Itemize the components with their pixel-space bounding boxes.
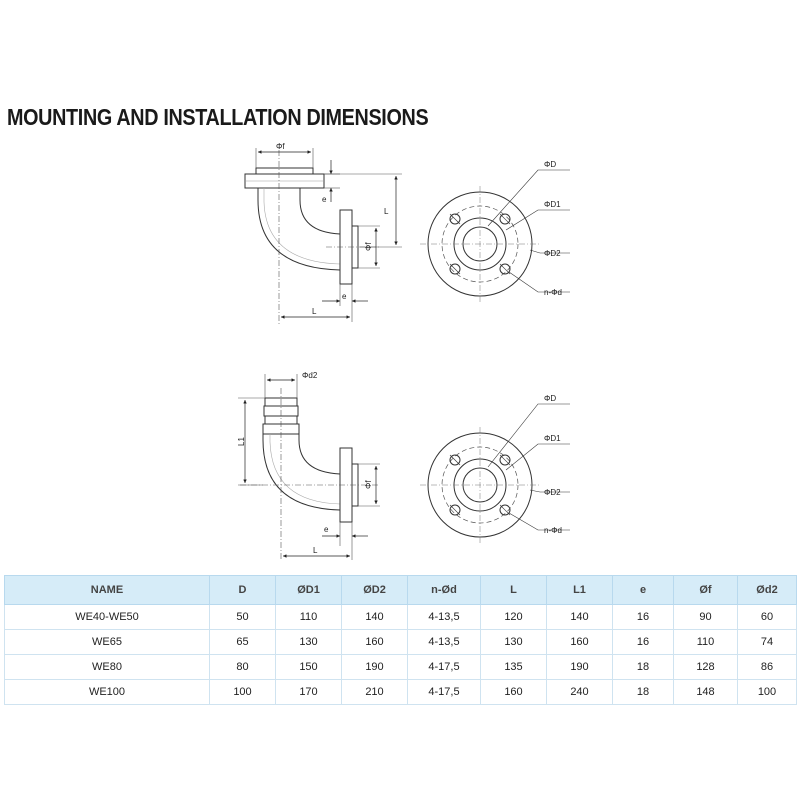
table-cell: WE40-WE50 bbox=[4, 604, 210, 630]
table-cell: 4-17,5 bbox=[407, 654, 481, 680]
table-cell: 100 bbox=[209, 679, 276, 705]
table-cell: 210 bbox=[341, 679, 408, 705]
bottom-elbow-outer bbox=[262, 434, 341, 511]
flange-label-nd-top: n-Φd bbox=[544, 288, 562, 297]
table-cell: 65 bbox=[209, 629, 276, 655]
table-cell: 16 bbox=[612, 604, 674, 630]
table-cell: 90 bbox=[673, 604, 738, 630]
col-header-f: Øf bbox=[673, 575, 738, 605]
table-cell: 86 bbox=[737, 654, 797, 680]
table-cell: 140 bbox=[546, 604, 613, 630]
table-row: WE65 65 130 160 4-13,5 130 160 16 110 74 bbox=[4, 629, 797, 655]
table-cell: 160 bbox=[546, 629, 613, 655]
dim-L1-vertical: L1 bbox=[237, 437, 246, 446]
table-cell: 110 bbox=[673, 629, 738, 655]
table-cell: 80 bbox=[209, 654, 276, 680]
col-header-D: D bbox=[209, 575, 276, 605]
table-cell: 50 bbox=[209, 604, 276, 630]
table-cell: 170 bbox=[275, 679, 342, 705]
table-cell: WE80 bbox=[4, 654, 210, 680]
table-cell: 100 bbox=[737, 679, 797, 705]
table-cell: 60 bbox=[737, 604, 797, 630]
dimensions-table: NAME D ØD1 ØD2 n-Ød L L1 e Øf Ød2 WE40-W… bbox=[4, 575, 797, 705]
dim-e-bottom-2: e bbox=[324, 525, 329, 534]
col-header-nd: n-Ød bbox=[407, 575, 481, 605]
top-flange-face bbox=[420, 169, 570, 302]
table-cell: 4-13,5 bbox=[407, 629, 481, 655]
flange-label-nd-bottom: n-Φd bbox=[544, 526, 562, 535]
flange-label-D-bottom: ΦD bbox=[544, 394, 556, 403]
dim-e-vertical: e bbox=[322, 195, 327, 204]
dim-phi-d2-top: Φd2 bbox=[302, 371, 318, 380]
col-header-D2: ØD2 bbox=[341, 575, 408, 605]
col-header-D1: ØD1 bbox=[275, 575, 342, 605]
dim-e-bottom: e bbox=[342, 292, 347, 301]
top-flange-hub bbox=[255, 167, 314, 175]
table-row: WE80 80 150 190 4-17,5 135 190 18 128 86 bbox=[4, 654, 797, 680]
dim-L-bottom-2: L bbox=[313, 546, 318, 555]
table-cell: 240 bbox=[546, 679, 613, 705]
col-header-name: NAME bbox=[4, 575, 210, 605]
dim-L-bottom: L bbox=[312, 307, 317, 316]
table-cell: 74 bbox=[737, 629, 797, 655]
table-cell: 160 bbox=[341, 629, 408, 655]
table-header-row: NAME D ØD1 ØD2 n-Ød L L1 e Øf Ød2 bbox=[4, 575, 797, 605]
table-cell: 4-13,5 bbox=[407, 604, 481, 630]
table-cell: 128 bbox=[673, 654, 738, 680]
table-cell: 140 bbox=[341, 604, 408, 630]
table-cell: 150 bbox=[275, 654, 342, 680]
flange-label-D2-top: ΦD2 bbox=[544, 249, 561, 258]
table-cell: 130 bbox=[480, 629, 547, 655]
table-cell: WE65 bbox=[4, 629, 210, 655]
page-title: MOUNTING AND INSTALLATION DIMENSIONS bbox=[7, 104, 429, 130]
top-elbow-inner bbox=[299, 188, 341, 235]
dim-phi-f-side: Φf bbox=[364, 242, 373, 251]
table-cell: 18 bbox=[612, 679, 674, 705]
flange-label-D1-bottom: ΦD1 bbox=[544, 434, 561, 443]
dim-L-vertical: L bbox=[384, 207, 389, 216]
bottom-flange-face bbox=[420, 403, 570, 543]
flange-label-D2-bottom: ΦD2 bbox=[544, 488, 561, 497]
bottom-elbow-drawing bbox=[238, 374, 380, 560]
flange-label-D1-top: ΦD1 bbox=[544, 200, 561, 209]
dim-phi-f-side-bottom: Φf bbox=[364, 480, 373, 489]
top-elbow-outer bbox=[257, 188, 341, 271]
top-elbow-drawing bbox=[244, 148, 402, 325]
table-cell: 130 bbox=[275, 629, 342, 655]
col-header-e: e bbox=[612, 575, 674, 605]
table-cell: 160 bbox=[480, 679, 547, 705]
table-cell: 148 bbox=[673, 679, 738, 705]
table-cell: 190 bbox=[546, 654, 613, 680]
flange-label-D-top: ΦD bbox=[544, 160, 556, 169]
col-header-d2: Ød2 bbox=[737, 575, 797, 605]
technical-drawing: Φf e L Φf e L ΦD ΦD1 ΦD2 n-Φd bbox=[237, 142, 570, 560]
col-header-L1: L1 bbox=[546, 575, 613, 605]
table-cell: 4-17,5 bbox=[407, 679, 481, 705]
table-row: WE40-WE50 50 110 140 4-13,5 120 140 16 9… bbox=[4, 604, 797, 630]
table-cell: WE100 bbox=[4, 679, 210, 705]
table-row: WE100 100 170 210 4-17,5 160 240 18 148 … bbox=[4, 679, 797, 705]
dim-phi-f-top: Φf bbox=[276, 142, 285, 151]
table-cell: 135 bbox=[480, 654, 547, 680]
table-cell: 18 bbox=[612, 654, 674, 680]
bottom-elbow-inner bbox=[298, 434, 341, 475]
table-cell: 190 bbox=[341, 654, 408, 680]
table-cell: 120 bbox=[480, 604, 547, 630]
col-header-L: L bbox=[480, 575, 547, 605]
table-cell: 16 bbox=[612, 629, 674, 655]
table-cell: 110 bbox=[275, 604, 342, 630]
